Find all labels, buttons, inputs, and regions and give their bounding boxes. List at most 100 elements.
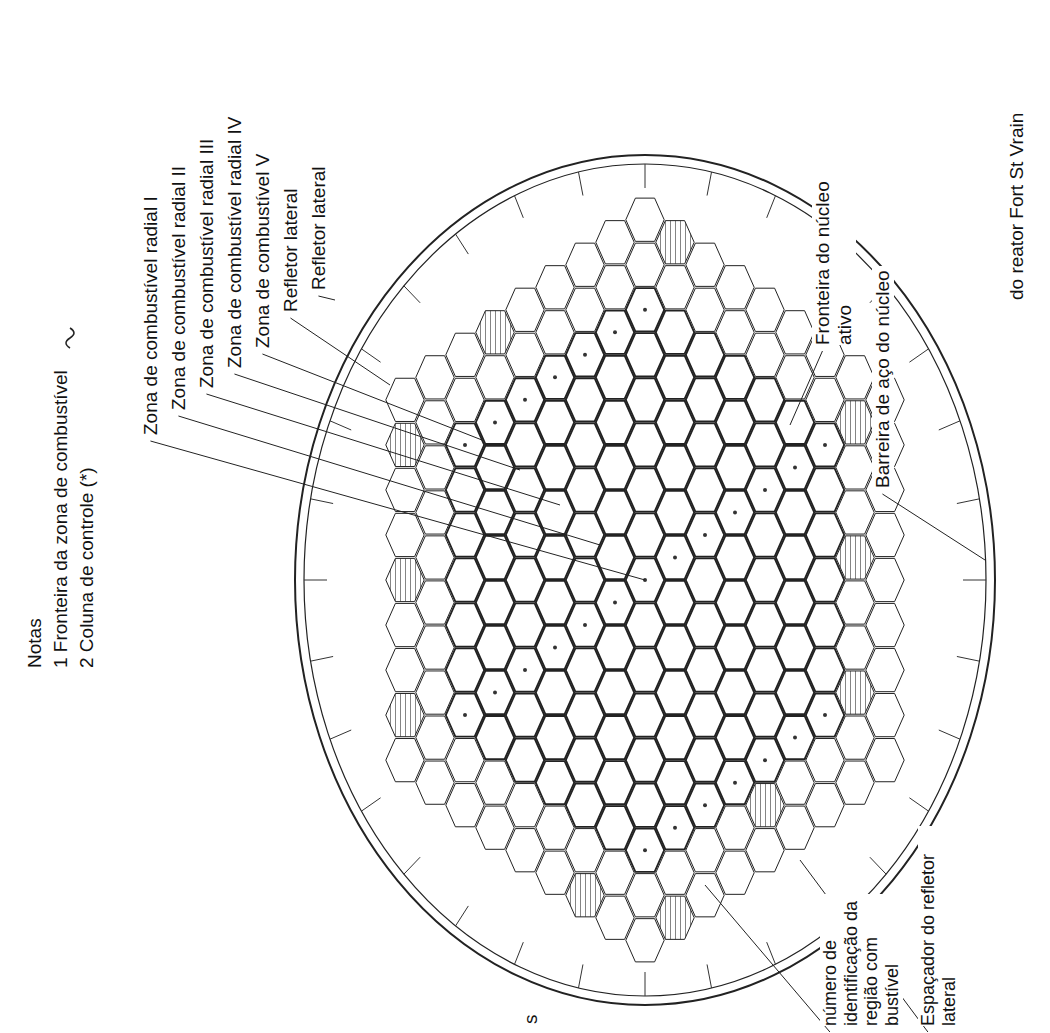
hex-column — [836, 446, 874, 489]
segment-tick — [311, 499, 334, 504]
segment-tick — [707, 172, 711, 196]
control-mark — [793, 465, 797, 469]
hex-column — [776, 761, 814, 804]
segment-tick — [909, 798, 928, 811]
leader-line — [262, 354, 482, 440]
hex-column — [656, 266, 694, 309]
hex-column — [626, 919, 664, 962]
callout-label: Barreira de aço do núcleo — [872, 266, 894, 488]
hex-column — [806, 468, 844, 511]
segment-tick — [578, 964, 582, 988]
hex-column — [806, 784, 844, 827]
leader-line — [178, 416, 600, 545]
hex-column — [596, 896, 634, 939]
segment-tick — [957, 499, 980, 504]
hex-column — [866, 739, 904, 782]
segment-tick — [963, 580, 986, 581]
callout-label: número de identificação da região com bu… — [820, 894, 903, 1026]
hex-column — [806, 739, 844, 782]
segment-tick — [361, 349, 380, 362]
hex-column — [596, 221, 634, 264]
hex-column — [836, 716, 874, 759]
hex-column — [716, 806, 754, 849]
control-mark — [733, 781, 737, 785]
hex-column — [656, 896, 694, 939]
hex-column — [866, 513, 904, 556]
hex-column — [416, 356, 454, 399]
segment-tick — [456, 906, 469, 926]
hex-column — [386, 648, 424, 691]
hex-column — [386, 693, 424, 736]
hex-column — [746, 784, 784, 827]
hex-column — [416, 761, 454, 804]
hex-column — [806, 423, 844, 466]
hex-column — [476, 806, 514, 849]
segment-tick — [330, 730, 351, 739]
control-mark — [463, 713, 467, 717]
hex-column — [656, 851, 694, 894]
hex-column — [866, 693, 904, 736]
hex-column — [626, 198, 664, 241]
control-mark — [553, 646, 557, 650]
segment-tick — [645, 972, 646, 996]
callout-label: 1 Fronteira da zona de combustível — [50, 366, 72, 668]
hex-column — [776, 806, 814, 849]
control-mark — [673, 826, 677, 830]
hex-column — [686, 874, 724, 917]
hex-column — [746, 829, 784, 872]
control-mark — [583, 623, 587, 627]
control-mark — [793, 736, 797, 740]
segment-tick — [404, 286, 420, 303]
hex-column — [476, 311, 514, 354]
callout-label: 2 Coluna de controle (*) — [76, 463, 98, 668]
control-mark — [613, 330, 617, 334]
segment-tick — [645, 164, 646, 188]
hex-column — [836, 356, 874, 399]
leader-line — [790, 351, 822, 425]
callout-label: Zona de combustível V — [252, 149, 274, 348]
segment-tick — [330, 421, 351, 430]
hex-column — [446, 784, 484, 827]
leader-line — [150, 441, 645, 580]
hex-column — [686, 288, 724, 331]
hex-column — [686, 243, 724, 286]
segment-tick — [870, 857, 886, 874]
callout-label: do reator Fort St Vrain — [1006, 108, 1028, 300]
callout-label: Refletor lateral — [280, 184, 302, 312]
hex-column — [866, 648, 904, 691]
hex-column — [806, 648, 844, 691]
segment-tick — [909, 349, 928, 362]
hex-column — [836, 581, 874, 624]
hex-column — [566, 243, 604, 286]
callout-label: s — [520, 984, 542, 1024]
leader-lines — [150, 296, 985, 1032]
hex-column — [386, 603, 424, 646]
control-mark — [643, 308, 647, 312]
segment-tick — [767, 942, 776, 964]
control-mark — [763, 758, 767, 762]
segment-tick — [957, 656, 980, 661]
hex-column — [746, 333, 784, 376]
hex-column — [716, 311, 754, 354]
hex-column — [806, 513, 844, 556]
control-mark — [823, 443, 827, 447]
hex-column — [656, 221, 694, 264]
leader-line — [800, 860, 928, 1032]
hex-column — [506, 829, 544, 872]
hex-column — [836, 671, 874, 714]
hex-column — [386, 513, 424, 556]
callout-label: Zona de combustível radial IV — [224, 112, 246, 368]
control-mark — [553, 375, 557, 379]
segment-tick — [578, 172, 582, 196]
hex-column — [536, 266, 574, 309]
callout-label: Zona de combustível radial II — [168, 162, 190, 410]
segment-tick — [707, 964, 711, 988]
hex-column — [386, 423, 424, 466]
segment-tick — [404, 857, 420, 874]
callout-label: Notas — [24, 614, 46, 668]
hex-column — [626, 243, 664, 286]
control-mark — [493, 420, 497, 424]
segment-tick — [767, 196, 776, 218]
hex-column — [536, 851, 574, 894]
